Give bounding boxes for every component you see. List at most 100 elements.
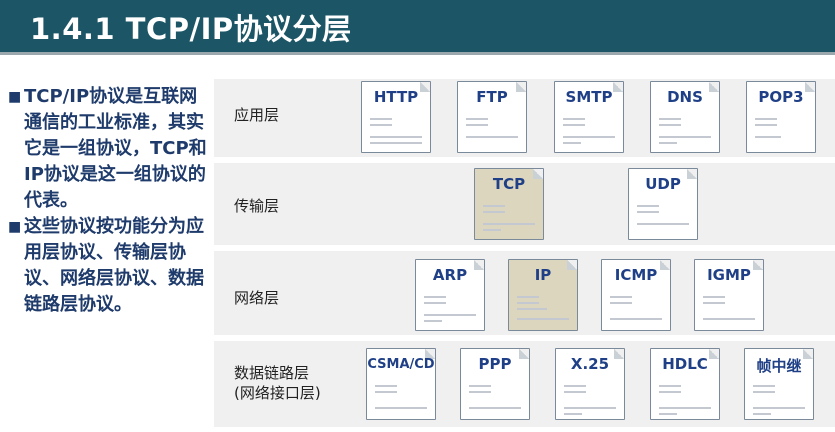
fine-print-line [563,142,581,144]
fine-print-line [659,124,681,126]
fine-print-line [517,302,539,304]
fine-print-line [637,205,659,207]
fine-print-line [564,385,586,387]
square-bullet-icon: ■ [8,89,22,105]
protocol-card-udp: UDP [628,168,698,240]
page-fold-icon [519,349,529,359]
fine-print-line [753,391,775,393]
protocol-card-hdlc: HDLC [650,348,720,420]
protocol-name: HTTP [373,88,419,106]
protocol-name: DNS [667,88,703,106]
protocol-name: IGMP [707,266,751,284]
fine-print-line [610,302,632,304]
protocol-name: ARP [432,266,468,284]
fine-print-line [483,229,501,231]
layer-band-datalink: 数据链路层 (网络接口层) CSMA/CD PPP X.25 HDLC 帧中继 [214,341,835,427]
fine-print-line [469,385,491,387]
fine-print-line [375,391,397,393]
fine-print-line [659,136,711,138]
fine-print-line [637,211,659,213]
title-divider [0,52,835,55]
fine-print-line [466,124,488,126]
fine-print-line [753,407,805,409]
fine-print-line [753,413,771,415]
fine-print-line [755,118,777,120]
layer-label: 传输层 [234,197,280,215]
protocol-card-http: HTTP [361,81,431,153]
fine-print-line [659,413,677,415]
fine-print-line [659,385,681,387]
fine-print-line [370,118,392,120]
page-fold-icon [474,260,484,270]
fine-print-line [610,318,662,320]
fine-print-line [755,124,777,126]
protocol-card-igmp: IGMP [694,259,764,331]
fine-print-line [424,302,446,304]
protocol-name: PPP [478,355,512,373]
layer-band-transport: 传输层 TCP UDP [214,163,835,245]
protocol-card-pop3: POP3 [746,81,816,153]
layer-label: 数据链路层 (网络接口层) [234,363,321,403]
protocol-card-arp: ARP [415,259,485,331]
protocol-name: HDLC [662,355,708,373]
fine-print-line [517,308,547,310]
fine-print-line [703,296,725,298]
fine-print-line [563,136,615,138]
protocol-name: UDP [645,175,681,193]
page-fold-icon [753,260,763,270]
slide-title: 1.4.1 TCP/IP协议分层 [30,12,352,46]
protocol-card-frame-relay: 帧中继 [744,348,814,420]
protocol-name: SMTP [565,88,613,106]
bullet-list: ■ TCP/IP协议是互联网通信的工业标准，其实它是一组协议，TCP和IP协议是… [8,84,208,318]
fine-print-line [424,320,442,322]
fine-print-line [466,136,518,138]
fine-print-line [659,142,677,144]
protocol-card-ppp: PPP [460,348,530,420]
fine-print-line [424,314,476,316]
layer-label-line: 数据链路层 [234,364,310,382]
page-fold-icon [516,82,526,92]
protocol-name: FTP [476,88,508,106]
fine-print-line [370,142,422,144]
page-fold-icon [420,82,430,92]
fine-print-line [563,124,585,126]
protocol-card-x25: X.25 [555,348,625,420]
layer-label: 应用层 [234,106,280,124]
protocol-card-dns: DNS [650,81,720,153]
fine-print-line [483,223,535,225]
protocol-card-icmp: ICMP [601,259,671,331]
square-bullet-icon: ■ [8,219,22,235]
bullet-text: 这些协议按功能分为应用层协议、传输层协议、网络层协议、数据链路层协议。 [24,216,204,315]
fine-print-line [563,118,585,120]
page-fold-icon [660,260,670,270]
protocol-name: TCP [492,175,526,193]
fine-print-line [564,413,582,415]
fine-print-line [466,118,488,120]
fine-print-line [469,391,491,393]
page-fold-icon [709,349,719,359]
page-fold-icon [533,169,543,179]
bullet-item: ■ TCP/IP协议是互联网通信的工业标准，其实它是一组协议，TCP和IP协议是… [8,84,208,214]
page-fold-icon [614,349,624,359]
protocol-card-csma-cd: CSMA/CD [366,348,436,420]
fine-print-line [659,407,711,409]
fine-print-line [703,302,725,304]
fine-print-line [703,318,755,320]
page-fold-icon [567,260,577,270]
fine-print-line [483,211,505,213]
protocol-name: CSMA/CD [367,357,435,372]
fine-print-line [517,318,569,320]
bullet-item: ■ 这些协议按功能分为应用层协议、传输层协议、网络层协议、数据链路层协议。 [8,214,208,318]
page-fold-icon [803,349,813,359]
fine-print-line [469,407,521,409]
protocol-card-ftp: FTP [457,81,527,153]
layer-label-line: (网络接口层) [234,384,321,402]
layer-label: 网络层 [234,289,280,307]
page-fold-icon [687,169,697,179]
fine-print-line [659,118,681,120]
protocol-name: ICMP [614,266,658,284]
protocol-name: IP [534,266,552,284]
layer-band-network: 网络层 ARP IP ICMP IGMP [214,251,835,335]
fine-print-line [375,407,427,409]
protocol-card-smtp: SMTP [554,81,624,153]
